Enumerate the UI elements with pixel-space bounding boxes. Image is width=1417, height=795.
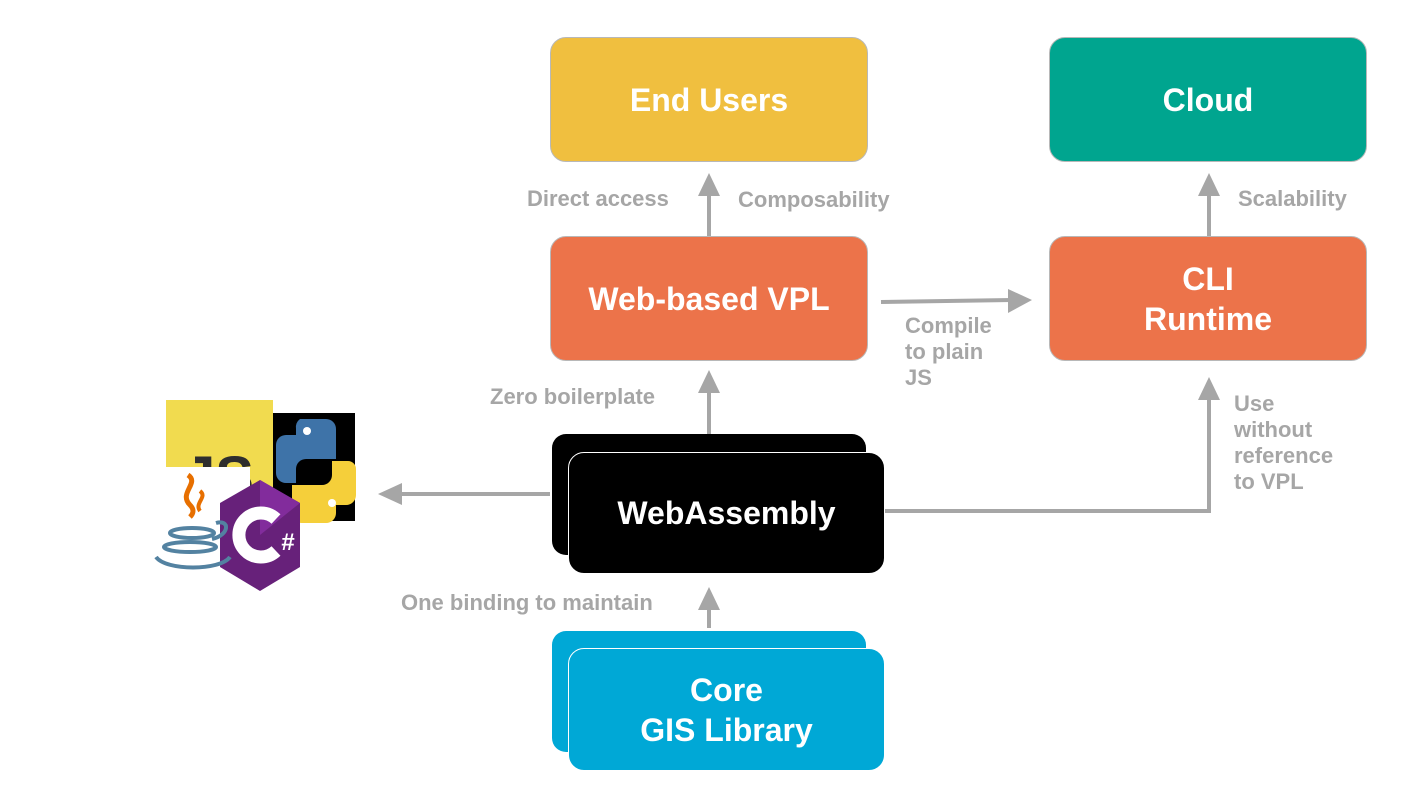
node-web-vpl: Web-based VPL — [550, 236, 868, 361]
node-end-users-label: End Users — [629, 81, 789, 118]
node-cloud: Cloud — [1049, 37, 1367, 162]
node-webassembly: WebAssembly — [568, 452, 885, 574]
language-logos: JS # — [150, 400, 356, 591]
edge-label-composability: Composability — [738, 187, 890, 212]
edge-label-compile-plain-js: Compile to plain JS — [905, 313, 992, 390]
csharp-logo: # — [220, 480, 300, 591]
node-end-users: End Users — [550, 37, 868, 162]
node-web-vpl-label: Web-based VPL — [588, 280, 830, 317]
edge-label-direct-access: Direct access — [527, 186, 669, 211]
node-cloud-label: Cloud — [1162, 81, 1254, 118]
edge-label-scalability: Scalability — [1238, 186, 1347, 211]
edge-label-use-without-reference: Use without reference to VPL — [1234, 391, 1334, 494]
node-core-gis-label: Core GIS Library — [640, 671, 813, 748]
edge-label-one-binding: One binding to maintain — [401, 590, 653, 615]
node-core-gis: Core GIS Library — [568, 648, 885, 771]
arrow-vpl-to-cli — [880, 298, 1013, 304]
svg-text:#: # — [281, 529, 294, 556]
edge-label-zero-boilerplate: Zero boilerplate — [490, 384, 656, 409]
python-logo — [270, 413, 356, 523]
node-cli-runtime: CLI Runtime — [1049, 236, 1367, 361]
java-logo — [154, 472, 232, 570]
node-cli-runtime-label: CLI Runtime — [1144, 260, 1272, 337]
arrow-wasm-to-cli — [885, 396, 1211, 513]
node-webassembly-label: WebAssembly — [617, 495, 836, 531]
